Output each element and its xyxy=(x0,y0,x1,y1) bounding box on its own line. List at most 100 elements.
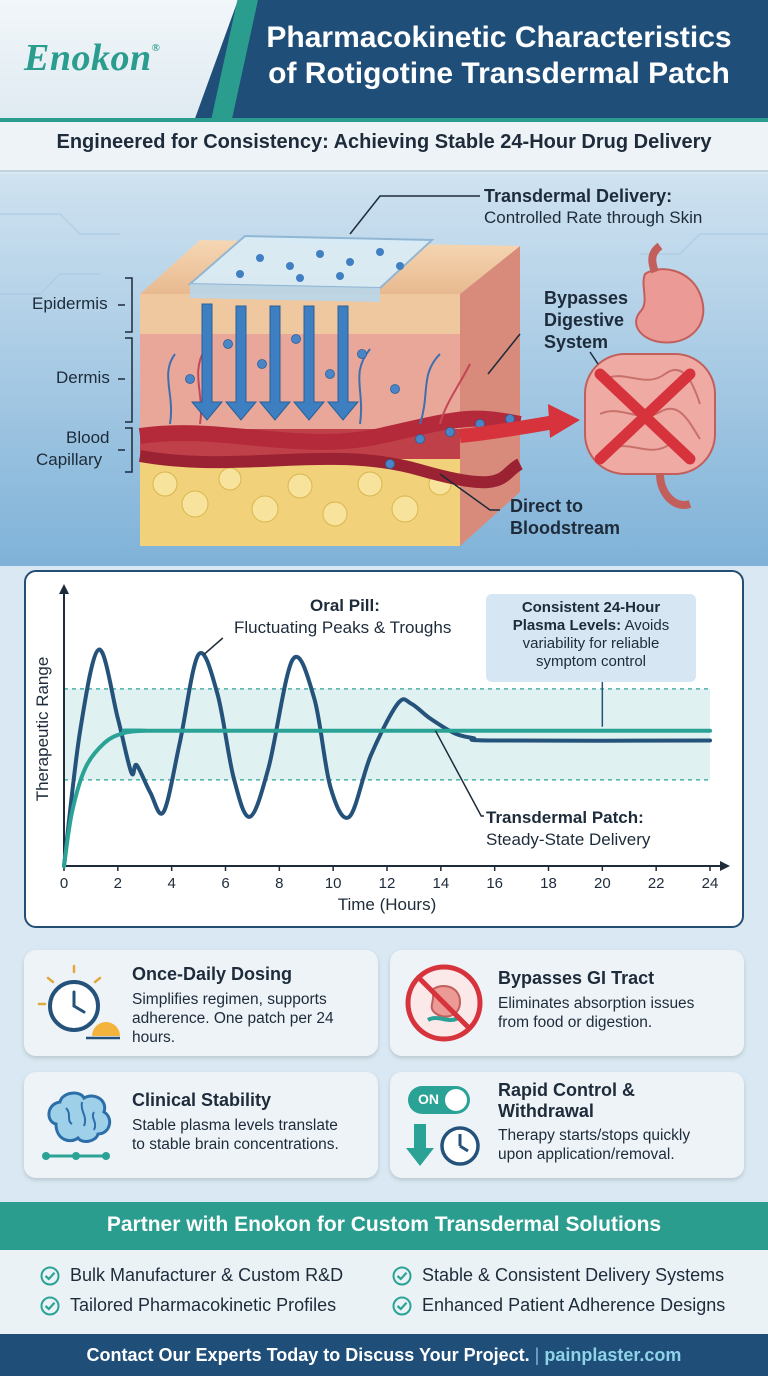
body-line: adherence. One patch per 24 xyxy=(132,1010,334,1027)
feature-card-clinical-stability: Clinical Stability Stable plasma levels … xyxy=(24,1072,378,1178)
partner-item: Bulk Manufacturer & Custom R&D xyxy=(70,1265,344,1285)
feature-title-once-daily: Once-Daily Dosing xyxy=(132,964,293,984)
check-icon xyxy=(392,1296,412,1316)
partner-title: Partner with Enokon for Custom Transderm… xyxy=(106,1213,662,1236)
series-line-oral-pill xyxy=(62,647,712,868)
consistent-title-2: Plasma Levels: xyxy=(512,617,622,634)
check-icon xyxy=(392,1266,412,1286)
x-tick-label: 10 xyxy=(325,875,342,892)
registered-mark: ® xyxy=(151,42,161,54)
toggle-label: ON xyxy=(418,1091,439,1107)
feature-card-bypass-gi: Bypasses GI Tract Eliminates absorption … xyxy=(390,950,744,1056)
series-line-transdermal-patch xyxy=(62,728,712,868)
x-tick-label: 6 xyxy=(221,875,229,892)
feature-body-once-daily: Simplifies regimen, supports adherence. … xyxy=(132,990,334,1047)
clock-sunrise-icon xyxy=(37,964,120,1040)
partner-item: Enhanced Patient Adherence Designs xyxy=(422,1295,726,1315)
x-tick-label: 4 xyxy=(167,875,175,892)
footer-url-link[interactable]: painplaster.com xyxy=(544,1345,682,1365)
skin-diagram xyxy=(0,174,768,566)
check-icon xyxy=(40,1266,60,1286)
x-tick-label: 20 xyxy=(594,875,611,892)
check-icon xyxy=(40,1296,60,1316)
feature-title-bypass-gi: Bypasses GI Tract xyxy=(498,968,655,988)
x-tick-label: 12 xyxy=(379,875,396,892)
toggle-knob xyxy=(445,1089,467,1111)
therapeutic-band xyxy=(64,688,710,780)
direct-label-1: Direct to xyxy=(510,496,584,516)
enokon-logo[interactable]: Enokon® xyxy=(24,36,160,80)
body-line: Eliminates absorption issues xyxy=(498,995,695,1012)
footer-cta: Contact Our Experts Today to Discuss You… xyxy=(0,1345,768,1366)
no-stomach-icon xyxy=(405,964,483,1042)
oral-leader-line xyxy=(203,637,224,656)
feature-body-clinical-stability: Stable plasma levels translate to stable… xyxy=(132,1116,339,1154)
partner-list xyxy=(0,1250,768,1334)
feature-body-bypass-gi: Eliminates absorption issues from food o… xyxy=(498,994,694,1032)
title-line-1: Pharmacokinetic Characteristics xyxy=(266,21,732,54)
delivery-title: Transdermal Delivery: xyxy=(484,186,673,206)
feature-body-rapid-control: Therapy starts/stops quickly upon applic… xyxy=(498,1126,690,1164)
page-title: Pharmacokinetic Characteristics of Rotig… xyxy=(244,20,754,92)
x-tick-label: 8 xyxy=(275,875,283,892)
blood-label: Blood xyxy=(66,428,110,447)
footer-bar xyxy=(0,1334,768,1376)
partner-banner xyxy=(0,1202,768,1250)
consistent-title: Consistent 24-Hour xyxy=(521,599,661,616)
y-axis-arrow xyxy=(59,584,69,594)
body-line: Stable plasma levels translate xyxy=(132,1117,338,1134)
title-line: Withdrawal xyxy=(498,1101,594,1121)
logo-panel xyxy=(0,0,238,118)
dermis-label: Dermis xyxy=(56,368,110,387)
feature-title-rapid-control: Rapid Control & Withdrawal xyxy=(498,1080,635,1122)
consistent-desc-3: symptom control xyxy=(535,653,647,670)
x-tick-label: 0 xyxy=(60,875,68,892)
x-tick-label: 14 xyxy=(432,875,449,892)
feature-title-clinical-stability: Clinical Stability xyxy=(132,1090,272,1110)
body-line: Simplifies regimen, supports xyxy=(132,991,327,1008)
brain-icon xyxy=(42,1091,112,1160)
bypass-label-2: Digestive xyxy=(544,310,625,330)
y-axis-label: Therapeutic Range xyxy=(33,657,52,802)
consistent-desc-2: variability for reliable xyxy=(522,635,660,652)
bypass-label-1: Bypasses xyxy=(544,288,629,308)
x-tick-label: 16 xyxy=(486,875,503,892)
title-line-2: of Rotigotine Transdermal Patch xyxy=(268,57,730,90)
body-line: to stable brain concentrations. xyxy=(132,1136,339,1153)
x-tick-label: 18 xyxy=(540,875,557,892)
x-tick-label: 2 xyxy=(114,875,122,892)
consistent-callout xyxy=(486,594,696,682)
consistent-desc-1: Avoids xyxy=(624,617,670,634)
patch-leader-line xyxy=(434,730,484,817)
feature-card-once-daily: Once-Daily Dosing Simplifies regimen, su… xyxy=(24,950,378,1056)
consistent-callout-text: Consistent 24-Hour Plasma Levels: Avoids… xyxy=(486,599,696,671)
epidermis-label: Epidermis xyxy=(32,294,108,313)
x-axis-arrow xyxy=(720,861,730,871)
oral-annotation-title: Oral Pill: xyxy=(310,596,380,615)
bypass-label-3: System xyxy=(544,332,609,352)
partner-item: Stable & Consistent Delivery Systems xyxy=(422,1265,725,1285)
feature-card-rapid-control: ON Rapid Control & Withdrawal Therapy st… xyxy=(390,1072,744,1178)
capillary-label: Capillary xyxy=(36,450,103,469)
arrow-clock-icon xyxy=(406,1124,480,1166)
x-tick-label: 24 xyxy=(702,875,719,892)
body-line: upon application/removal. xyxy=(498,1146,675,1163)
patch-annotation-desc: Steady-State Delivery xyxy=(486,830,651,849)
subtitle-bar xyxy=(0,118,768,172)
toggle-switch-icon: ON xyxy=(408,1086,470,1114)
oral-annotation-desc: Fluctuating Peaks & Troughs xyxy=(234,618,452,637)
title-line: Rapid Control & xyxy=(498,1080,635,1100)
body-line: hours. xyxy=(132,1029,176,1046)
body-line: Therapy starts/stops quickly xyxy=(498,1127,691,1144)
x-tick-label: 22 xyxy=(648,875,665,892)
page-subtitle: Engineered for Consistency: Achieving St… xyxy=(56,131,712,153)
footer-separator: | xyxy=(534,1345,540,1365)
x-axis-label: Time (Hours) xyxy=(338,895,437,914)
footer-text: Contact Our Experts Today to Discuss You… xyxy=(86,1345,530,1365)
delivery-desc: Controlled Rate through Skin xyxy=(484,208,703,227)
partner-item: Tailored Pharmacokinetic Profiles xyxy=(70,1295,337,1315)
direct-label-2: Bloodstream xyxy=(510,518,621,538)
body-line: from food or digestion. xyxy=(498,1014,653,1031)
patch-annotation-title: Transdermal Patch: xyxy=(486,808,644,827)
